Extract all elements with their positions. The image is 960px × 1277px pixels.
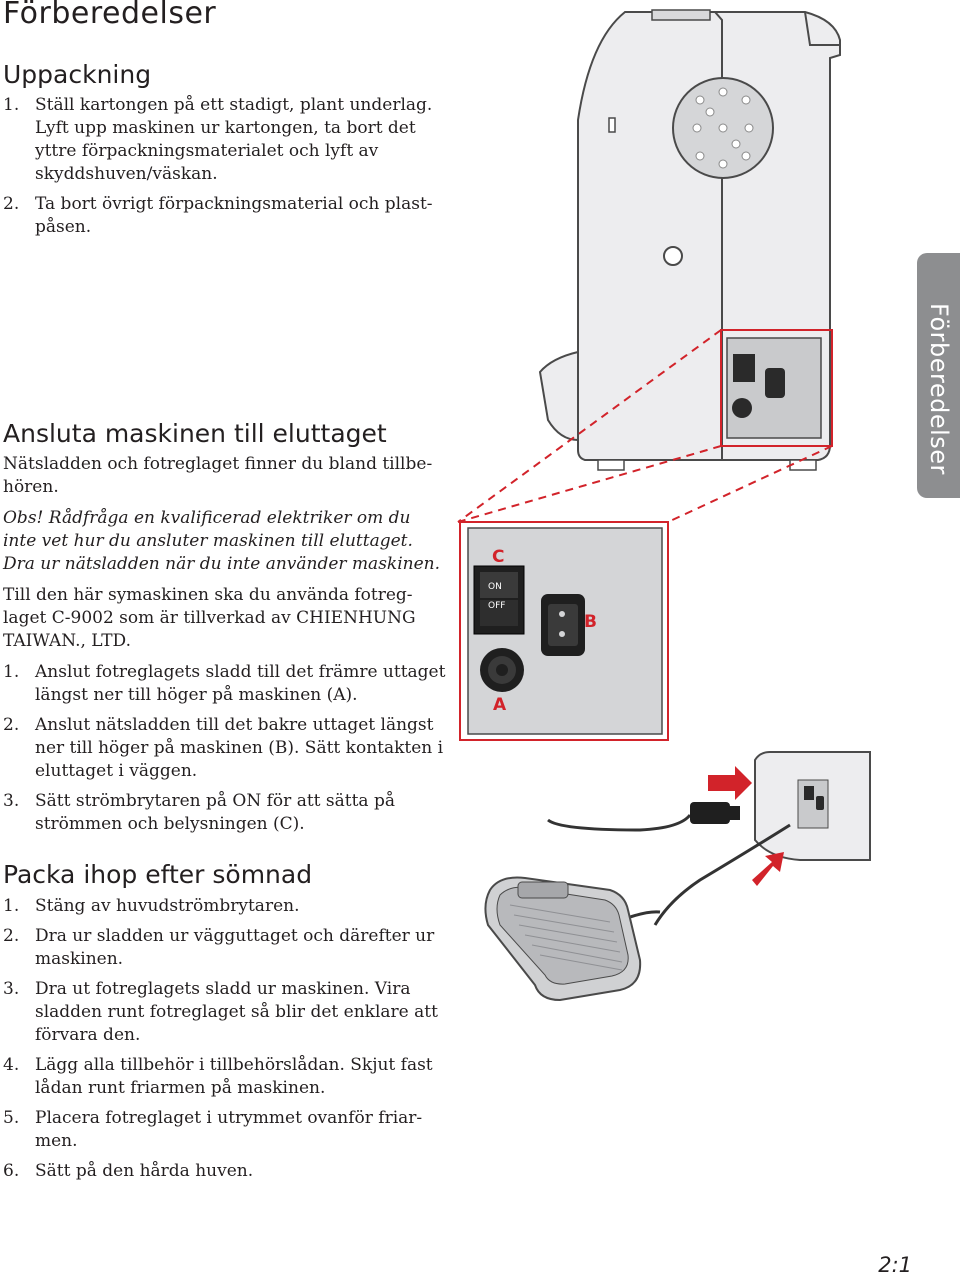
machine-side-view <box>538 9 841 471</box>
intro-text: Nätsladden och fotreglaget finner du bla… <box>3 454 433 497</box>
section-packa: 1.Stäng av huvudströmbrytaren. 2.Dra ur … <box>3 895 448 1190</box>
list-item: 4.Lägg alla tillbehör i tillbehörslådan.… <box>3 1055 433 1098</box>
section-ansluta: Nätsladden och fotreglaget finner du bla… <box>3 453 448 843</box>
zoomed-connector-panel <box>459 521 669 741</box>
list-item: 1.Anslut fotreglagets sladd till det frä… <box>3 662 446 705</box>
foot-control <box>484 876 642 1002</box>
list-item: 3.Dra ut fotreglagets sladd ur maskinen.… <box>3 979 438 1045</box>
side-tab-label: Förberedelser <box>925 303 953 475</box>
label-a: A <box>493 695 507 715</box>
section-heading-packa: Packa ihop efter sömnad <box>3 860 313 889</box>
side-tab: Förberedelser <box>917 253 960 498</box>
switch-on-label: ON <box>488 582 502 592</box>
label-b: B <box>584 612 597 632</box>
section-heading-uppackning: Uppackning <box>3 60 152 89</box>
page-number: 2:1 <box>878 1253 912 1277</box>
list-item: 1.Ställ kartongen på ett stadigt, plant … <box>3 95 433 184</box>
list-item: 3.Sätt strömbrytaren på ON för att sätta… <box>3 791 395 834</box>
section-uppackning: 1.Ställ kartongen på ett stadigt, plant … <box>3 94 448 246</box>
body-text: Till den här symaskinen ska du använda f… <box>3 585 416 651</box>
list-item: 2.Ta bort övrigt förpackningsmaterial oc… <box>3 194 433 237</box>
list-item: 6.Sätt på den hårda huven. <box>3 1161 254 1181</box>
list-item: 2.Anslut nätsladden till det bakre uttag… <box>3 715 444 781</box>
zoom-connector <box>457 329 833 523</box>
page-title: Förberedelser <box>3 0 217 31</box>
note-text: Obs! Rådfråga en kvalificerad elektriker… <box>3 508 441 574</box>
label-c: C <box>492 547 504 567</box>
switch-off-label: OFF <box>488 601 505 611</box>
list-item: 2.Dra ur sladden ur vägguttaget och däre… <box>3 926 435 969</box>
list-item: 1.Stäng av huvudströmbrytaren. <box>3 896 300 916</box>
machine-corner-view <box>547 751 871 932</box>
section-heading-ansluta: Ansluta maskinen till eluttaget <box>3 419 387 448</box>
list-item: 5.Placera fotreglaget i utrymmet ovanför… <box>3 1108 423 1151</box>
